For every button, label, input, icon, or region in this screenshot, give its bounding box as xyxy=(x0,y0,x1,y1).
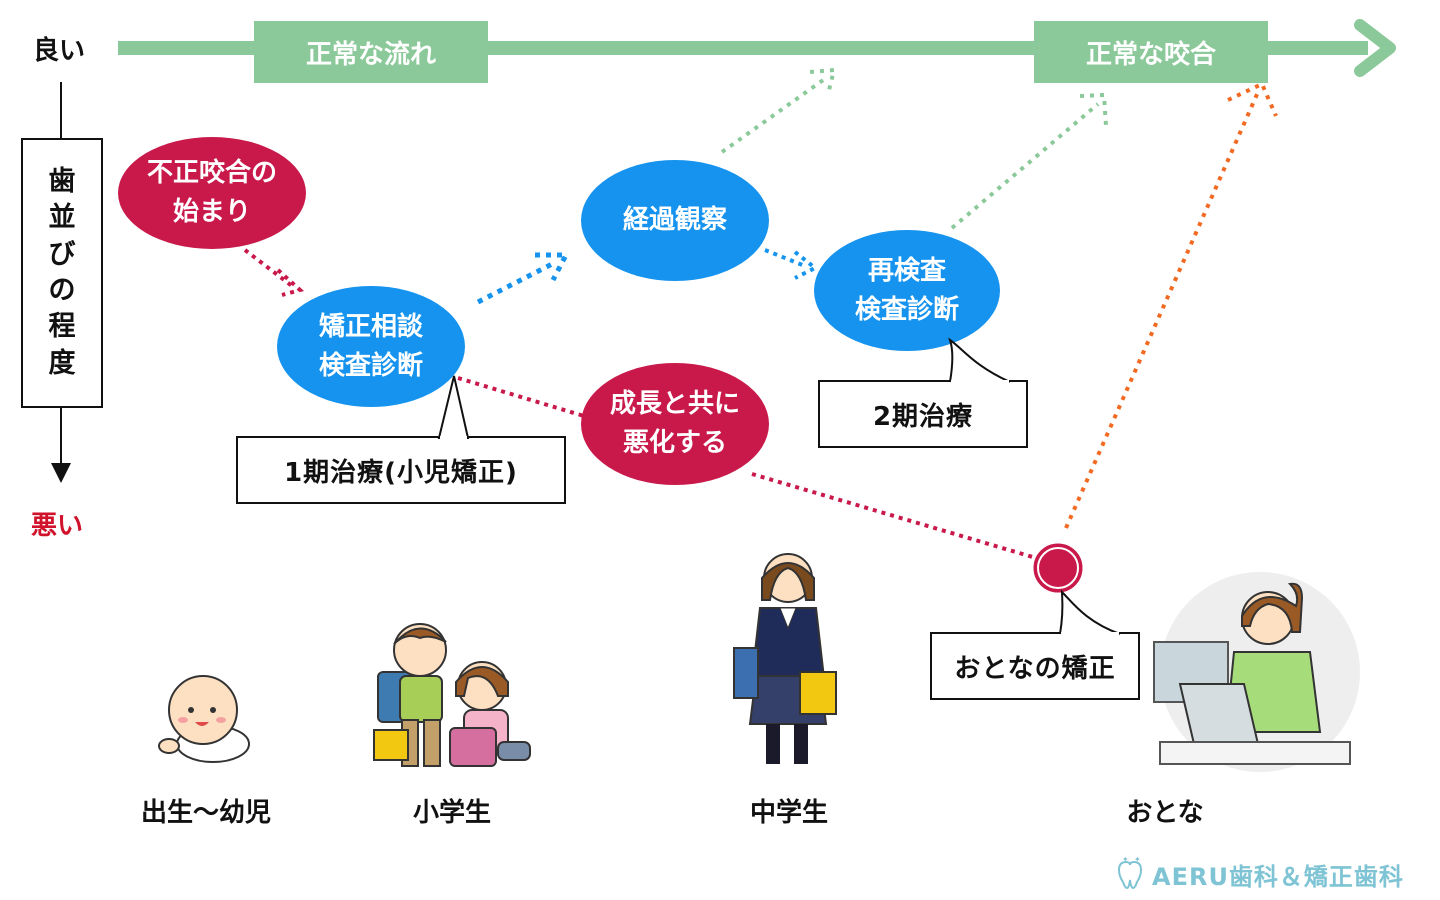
node-text-line: 検査診断 xyxy=(318,350,423,381)
baby-illustration xyxy=(158,675,250,763)
node-malocclusion-start: 不正咬合の始まり xyxy=(118,137,306,249)
normal-flow-box: 正常な流れ xyxy=(254,21,488,83)
connector-consult-to-observe xyxy=(476,259,558,305)
callout-adult: おとなの矯正 xyxy=(930,632,1140,700)
arrowhead-adult-normal xyxy=(1227,81,1278,117)
elementary-kids-illustration xyxy=(373,623,531,767)
node-text-line: 再検査 xyxy=(867,255,946,286)
stage-adult: おとな xyxy=(1126,798,1204,828)
stage-infant: 出生〜幼児 xyxy=(140,798,271,828)
axis-title-char: び xyxy=(48,238,76,270)
stage-junior-high: 中学生 xyxy=(749,798,828,828)
node-consultation: 矯正相談検査診断 xyxy=(277,286,465,407)
callout-phase2: 2期治療 xyxy=(818,380,1028,448)
node-text-line: 悪化する xyxy=(622,428,727,458)
axis-good-label: 良い xyxy=(33,36,86,66)
connector-worsen-to-adult xyxy=(751,472,1037,560)
axis-title-char: 程 xyxy=(48,311,76,343)
axis-title-char: 度 xyxy=(48,347,76,379)
node-worsen: 成長と共に悪化する xyxy=(581,363,769,485)
callout-adult-tail xyxy=(1059,589,1121,636)
axis-title-char: の xyxy=(48,275,76,306)
adult-worker-illustration xyxy=(1153,572,1360,772)
junior-high-student-illustration xyxy=(733,553,837,764)
connector-observe-to-normal xyxy=(720,76,828,154)
arrowhead-start-consult xyxy=(276,268,305,297)
connector-reexam-to-normal xyxy=(950,102,1100,230)
axis-title-box: 歯 並 び の 程 度 xyxy=(21,138,103,408)
axis-title-char: 並 xyxy=(48,202,76,234)
node-text-line: 成長と共に xyxy=(609,389,740,419)
node-observation: 経過観察 xyxy=(581,160,769,281)
top-flow-arrow-head xyxy=(1354,19,1396,77)
node-reexam: 再検査検査診断 xyxy=(814,230,1000,351)
connector-adult-to-normal xyxy=(1064,91,1260,529)
connector-observe-to-reexam xyxy=(764,248,806,268)
adult-point-outer xyxy=(1030,540,1086,596)
callout-phase2-tail xyxy=(948,337,1011,384)
callout-phase1: 1期治療(小児矯正) xyxy=(236,436,566,504)
callout-phase1-tail xyxy=(437,375,470,440)
arrowhead-observe-normal xyxy=(809,67,837,95)
node-text-line: 検査診断 xyxy=(854,294,959,325)
node-text-line: 経過観察 xyxy=(622,205,727,235)
node-text-line: 不正咬合の xyxy=(146,158,277,188)
brand-logo: ✦ ✦ AERU歯科＆矯正歯科 xyxy=(1114,856,1404,892)
node-text-line: 矯正相談 xyxy=(318,311,423,342)
axis-bad-label: 悪い xyxy=(31,511,84,541)
tooth-icon: ✦ ✦ xyxy=(1117,856,1143,890)
normal-bite-box: 正常な咬合 xyxy=(1034,21,1268,83)
axis-down-arrow xyxy=(51,463,71,483)
svg-text:✦: ✦ xyxy=(1134,856,1141,864)
stage-elementary: 小学生 xyxy=(412,798,491,828)
svg-text:✦: ✦ xyxy=(1122,856,1129,864)
adult-point-ring xyxy=(1037,547,1079,589)
brand-name: AERU歯科＆矯正歯科 xyxy=(1152,862,1404,891)
connector-consult-to-worsen xyxy=(457,376,585,418)
axis-title-char: 歯 xyxy=(48,165,76,197)
connector-start-to-consult xyxy=(243,248,294,288)
node-text-line: 始まり xyxy=(172,197,251,227)
